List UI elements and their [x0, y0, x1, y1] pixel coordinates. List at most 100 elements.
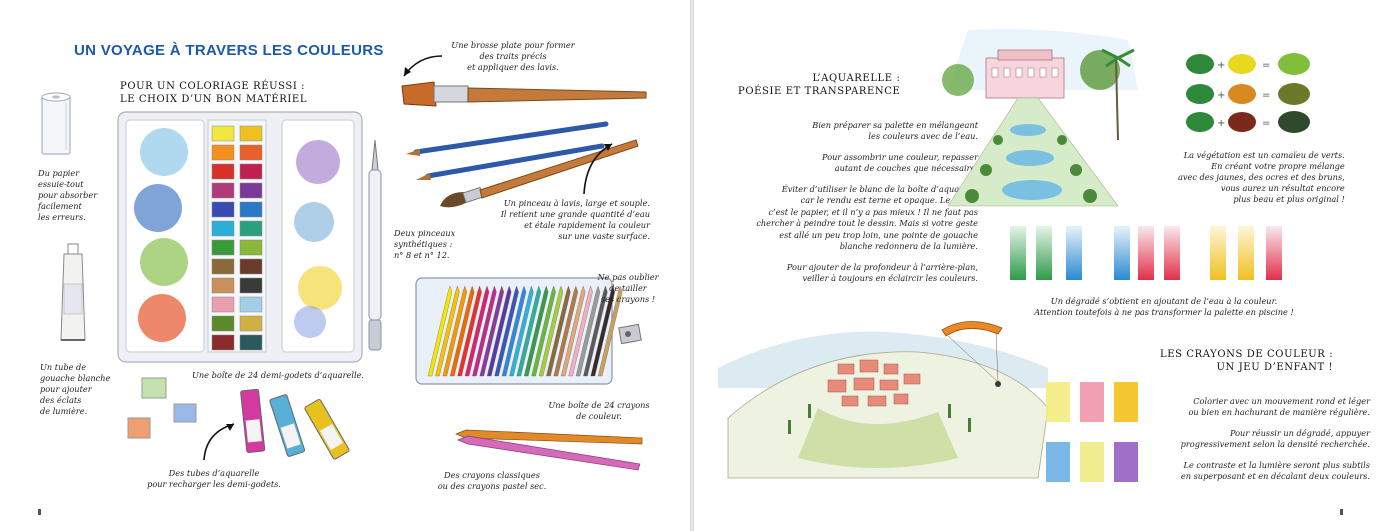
paint-pan	[211, 163, 235, 180]
paint-pan	[211, 334, 235, 351]
paint-pan	[239, 258, 263, 275]
classic-pencils-illustration	[455, 429, 643, 471]
paint-pan	[239, 315, 263, 332]
green-mixing-swatches: + = + = + =	[1186, 53, 1310, 133]
village-landscape-illustration	[718, 331, 1049, 479]
paint-pan	[239, 163, 263, 180]
equals-symbol: =	[1262, 60, 1270, 71]
colored-pencil	[509, 285, 534, 377]
paint-pan	[239, 296, 263, 313]
paint-pan	[211, 296, 235, 313]
classic-pencils-caption: Des crayons classiques ou des crayons pa…	[437, 470, 547, 492]
colored-pencil	[575, 285, 601, 377]
sharpener-caption: Ne pas oublier de tailler ses crayons !	[597, 272, 659, 305]
paint-pan	[211, 220, 235, 237]
paint-pan	[211, 239, 235, 256]
flat-brush-caption: Une brosse plate pour former des traits …	[451, 40, 575, 73]
villa-garden-illustration	[942, 29, 1138, 207]
tubes-caption: Des tubes d’aquarelle pour recharger les…	[147, 468, 281, 490]
paint-pan	[211, 201, 235, 218]
loose-pans-illustration	[127, 377, 197, 439]
paint-pan	[211, 182, 235, 199]
equals-symbol: =	[1262, 118, 1270, 129]
colored-pencil	[516, 285, 541, 377]
pencil-box-caption: Une boîte de 24 crayons de couleur.	[548, 400, 650, 422]
colored-pencil	[538, 285, 564, 377]
watercolor-heading: L’AQUARELLE : POÉSIE ET TRANSPARENCE	[738, 73, 901, 97]
colored-pencil	[472, 285, 497, 377]
colored-pencil	[457, 285, 482, 377]
paint-pan	[239, 220, 263, 237]
watercolor-tubes-illustration	[240, 388, 350, 460]
colored-pencils	[427, 285, 623, 377]
paint-pans	[211, 125, 263, 351]
paragraph: Le contraste et la lumière seront plus s…	[1180, 459, 1370, 482]
plus-symbol: +	[1217, 90, 1225, 101]
flat-brush-illustration	[401, 81, 647, 107]
colored-pencil	[464, 285, 490, 377]
colored-pencil	[442, 285, 467, 377]
paint-pan	[239, 334, 263, 351]
colored-pencil	[598, 285, 623, 377]
sharpener-illustration	[618, 323, 642, 345]
paper-towel-caption: Du papier essuie-tout pour absorber faci…	[38, 168, 98, 223]
colored-pencil	[561, 285, 586, 377]
paint-pan	[239, 277, 263, 294]
colored-pencil	[501, 285, 527, 377]
paint-pan	[211, 277, 235, 294]
colored-pencil	[568, 285, 593, 377]
paint-pan	[239, 125, 263, 142]
water-brush-illustration	[368, 139, 382, 351]
colored-pencil	[546, 285, 571, 377]
paper-towel-illustration	[41, 92, 71, 155]
colored-pencil	[427, 285, 453, 377]
colored-pencil	[494, 285, 519, 377]
paint-pan	[211, 315, 235, 332]
equals-symbol: =	[1262, 90, 1270, 101]
plus-symbol: +	[1217, 118, 1225, 129]
heading-line: LE CHOIX D’UN BON MATÉRIEL	[120, 94, 308, 105]
paragraph: Pour ajouter de la profondeur à l’arrièr…	[786, 261, 978, 284]
gouache-caption: Un tube de gouache blanche pour ajouter …	[40, 362, 111, 417]
paint-pan	[239, 182, 263, 199]
pencil-box-illustration	[415, 277, 623, 385]
page-title: UN VOYAGE À TRAVERS LES COULEURS	[74, 42, 384, 59]
left-folio-mark	[38, 509, 41, 515]
gouache-tube-illustration	[60, 243, 86, 341]
materials-heading: POUR UN COLORIAGE RÉUSSI : LE CHOIX D’UN…	[120, 80, 307, 106]
paint-pan	[239, 144, 263, 161]
paragraph: Colorier avec un mouvement rond et léger…	[1188, 396, 1370, 418]
gradient-swatches	[1010, 226, 1282, 280]
colored-pencil	[487, 285, 512, 377]
colored-pencil	[524, 285, 549, 377]
paint-pan	[211, 125, 235, 142]
paraglider-illustration	[941, 321, 1003, 387]
colored-pencil	[479, 285, 504, 377]
watercolor-palette-illustration	[117, 111, 363, 363]
pencils-text: Colorier avec un mouvement rond et léger…	[1160, 396, 1370, 492]
flat-brush-arrow-icon	[403, 55, 443, 77]
synthetic-brushes-illustration	[406, 121, 609, 180]
heading-line: POUR UN COLORIAGE RÉUSSI :	[120, 81, 306, 92]
colored-pencil	[583, 285, 608, 377]
plus-symbol: +	[1217, 60, 1225, 71]
pencil-swatches	[1046, 382, 1138, 482]
greens-caption: La végétation est un camaïeu de verts. E…	[1178, 150, 1345, 205]
pencils-heading: LES CRAYONS DE COULEUR : UN JEU D’ENFANT…	[1160, 349, 1334, 373]
colored-pencil	[450, 285, 475, 377]
paint-pan	[211, 258, 235, 275]
paint-pan	[239, 239, 263, 256]
paragraph: Éviter d’utiliser le blanc de la boîte d…	[756, 183, 978, 252]
book-gutter	[690, 0, 694, 531]
colored-pencil	[531, 285, 556, 377]
paint-pan	[239, 201, 263, 218]
palette-caption: Une boîte de 24 demi-godets d’aquarelle.	[192, 370, 365, 380]
paint-pan	[211, 144, 235, 161]
colored-pencil	[553, 285, 578, 377]
tubes-arrow-icon	[203, 423, 235, 461]
